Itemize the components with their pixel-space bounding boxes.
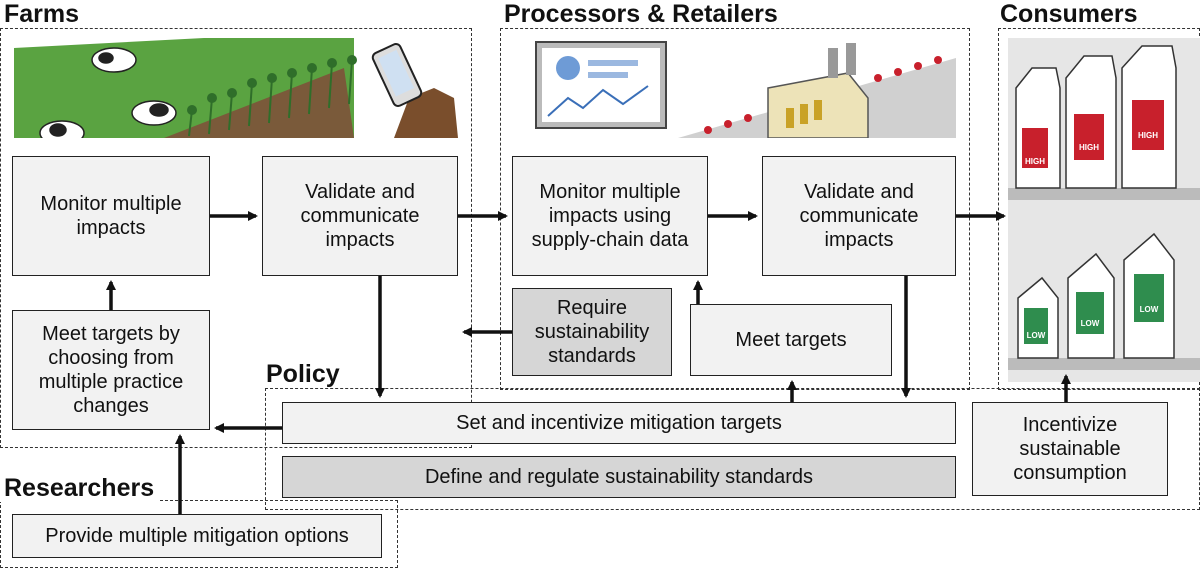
carton-low-label-1: LOW bbox=[1027, 331, 1046, 340]
provide-mitigation-options-box: Provide multiple mitigation options bbox=[12, 514, 382, 558]
policy-title: Policy bbox=[262, 360, 344, 388]
milk-high-label-2: HIGH bbox=[1079, 143, 1099, 152]
consumers-title: Consumers bbox=[996, 0, 1142, 28]
farm-illustration bbox=[14, 38, 458, 138]
milk-high-label-1: HIGH bbox=[1025, 157, 1045, 166]
farm-meet-targets-box: Meet targets by choosing from multiple p… bbox=[12, 310, 210, 430]
processor-meet-targets-box: Meet targets bbox=[690, 304, 892, 376]
processor-validate-impacts-box: Validate and communicate impacts bbox=[762, 156, 956, 276]
consumer-illustration: HIGH HIGH HIGH LOW LOW LOW bbox=[1008, 38, 1200, 382]
farm-monitor-impacts-box: Monitor multiple impacts bbox=[12, 156, 210, 276]
incentivize-consumption-box: Incentivize sustainable consumption bbox=[972, 402, 1168, 496]
carton-low-label-2: LOW bbox=[1081, 319, 1100, 328]
processor-illustration bbox=[528, 38, 956, 138]
processors-region bbox=[500, 28, 970, 390]
define-regulate-standards-box: Define and regulate sustainability stand… bbox=[282, 456, 956, 498]
processors-title: Processors & Retailers bbox=[500, 0, 782, 28]
researchers-title: Researchers bbox=[0, 474, 159, 502]
milk-high-label-3: HIGH bbox=[1138, 131, 1158, 140]
processor-monitor-impacts-box: Monitor multiple impacts using supply-ch… bbox=[512, 156, 708, 276]
require-sustainability-standards-box: Require sustainability standards bbox=[512, 288, 672, 376]
carton-low-label-3: LOW bbox=[1140, 305, 1159, 314]
farms-region bbox=[0, 28, 472, 448]
farms-title: Farms bbox=[0, 0, 84, 28]
farm-validate-impacts-box: Validate and communicate impacts bbox=[262, 156, 458, 276]
set-incentivize-targets-box: Set and incentivize mitigation targets bbox=[282, 402, 956, 444]
